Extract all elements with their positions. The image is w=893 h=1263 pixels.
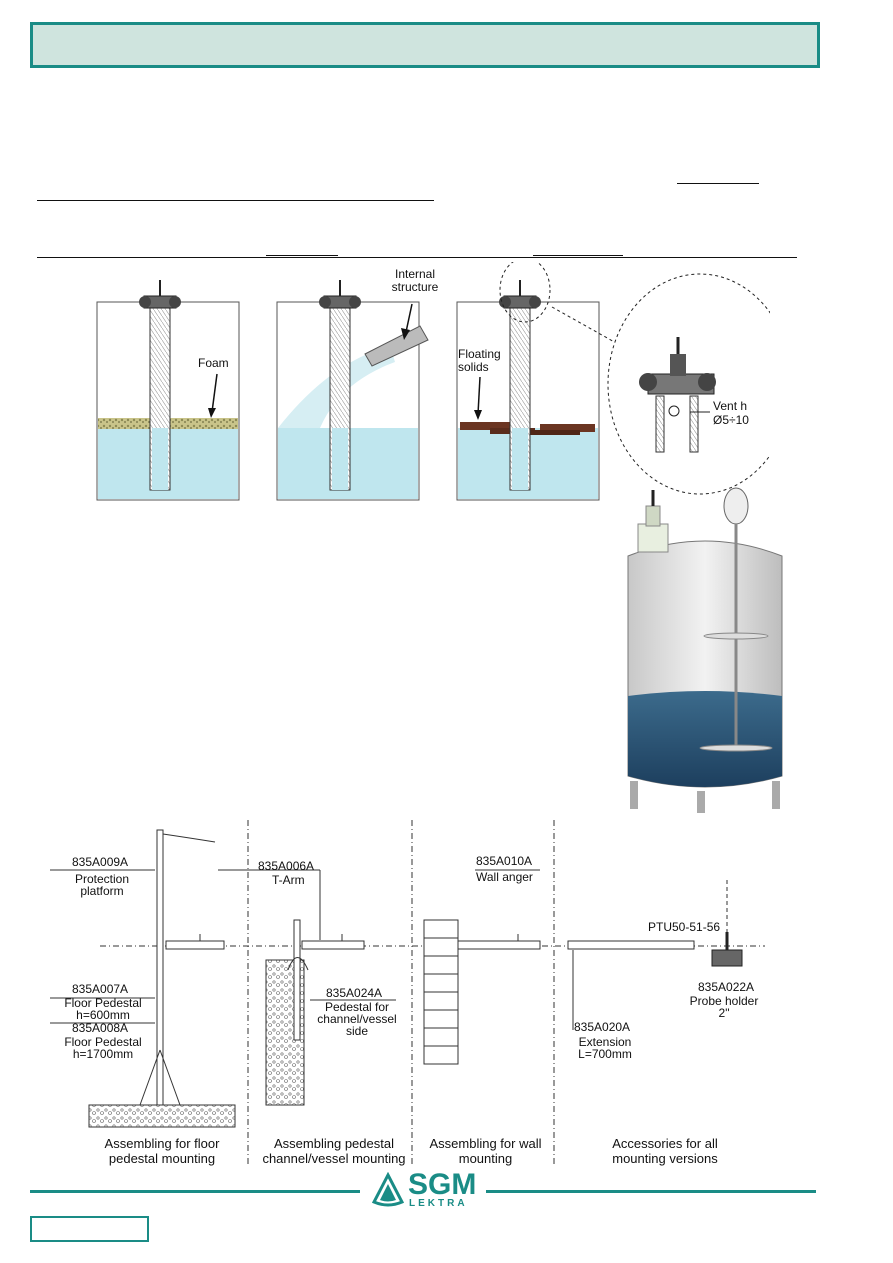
part-code: 835A010A <box>476 854 533 868</box>
page-number-box <box>30 1216 149 1242</box>
part-code: 835A020A <box>574 1020 631 1034</box>
vent-detail <box>607 273 770 495</box>
label-vent-hole: Vent h <box>713 399 748 413</box>
part-code: 835A006A <box>258 859 315 873</box>
underline-rule <box>37 200 434 201</box>
agitator-tank-figure <box>627 487 783 813</box>
footer-rule-left <box>30 1190 360 1193</box>
part-code: 835A009A <box>72 855 129 869</box>
label-foam: Foam <box>198 356 229 370</box>
caption-accessories: Accessories for all mounting versions <box>612 1136 718 1166</box>
part-code: PTU50-51-56 <box>648 920 721 934</box>
part-code: 835A008A <box>72 1021 129 1035</box>
logo-icon <box>371 1172 405 1207</box>
caption-floor-pedestal: Assembling for floor pedestal mounting <box>104 1136 220 1166</box>
tank-foam <box>96 280 240 501</box>
footer-rule-right <box>486 1190 816 1193</box>
part-desc: Wall anger <box>476 870 533 884</box>
logo-subtitle: LEKTRA <box>409 1198 468 1209</box>
label-vent-dimension: Ø5÷10 <box>713 413 749 427</box>
mounting-accessories-figure <box>50 820 765 1165</box>
part-code: 835A007A <box>72 982 129 996</box>
underline-rule <box>266 255 338 256</box>
part-desc: Extension L=700mm <box>578 1035 632 1061</box>
header-band <box>30 22 820 68</box>
part-desc: Protection platform <box>74 872 130 898</box>
label-floating-solids: Floating solids <box>458 347 501 374</box>
part-desc: T-Arm <box>272 873 305 887</box>
part-desc: Floor Pedestal h=600mm <box>64 996 142 1022</box>
underline-rule <box>533 255 623 256</box>
part-desc: Probe holder 2" <box>689 994 759 1020</box>
label-internal-structure: Internal structure <box>391 267 439 294</box>
caption-wall-mounting: Assembling for wall mounting <box>429 1136 542 1166</box>
tank-internal-structure <box>276 280 429 501</box>
tank-floating-solids <box>456 262 651 501</box>
part-desc: Floor Pedestal h=1700mm <box>64 1035 142 1061</box>
part-desc: Pedestal for channel/vessel side <box>317 1000 397 1038</box>
stilling-tube-figure <box>96 262 770 501</box>
caption-channel-pedestal: Assembling pedestal channel/vessel mount… <box>262 1136 406 1166</box>
underline-rule <box>677 183 759 184</box>
underline-rule <box>37 257 797 258</box>
logo-wordmark: SGM <box>408 1168 477 1201</box>
part-code: 835A022A <box>698 980 755 994</box>
part-code: 835A024A <box>326 986 383 1000</box>
